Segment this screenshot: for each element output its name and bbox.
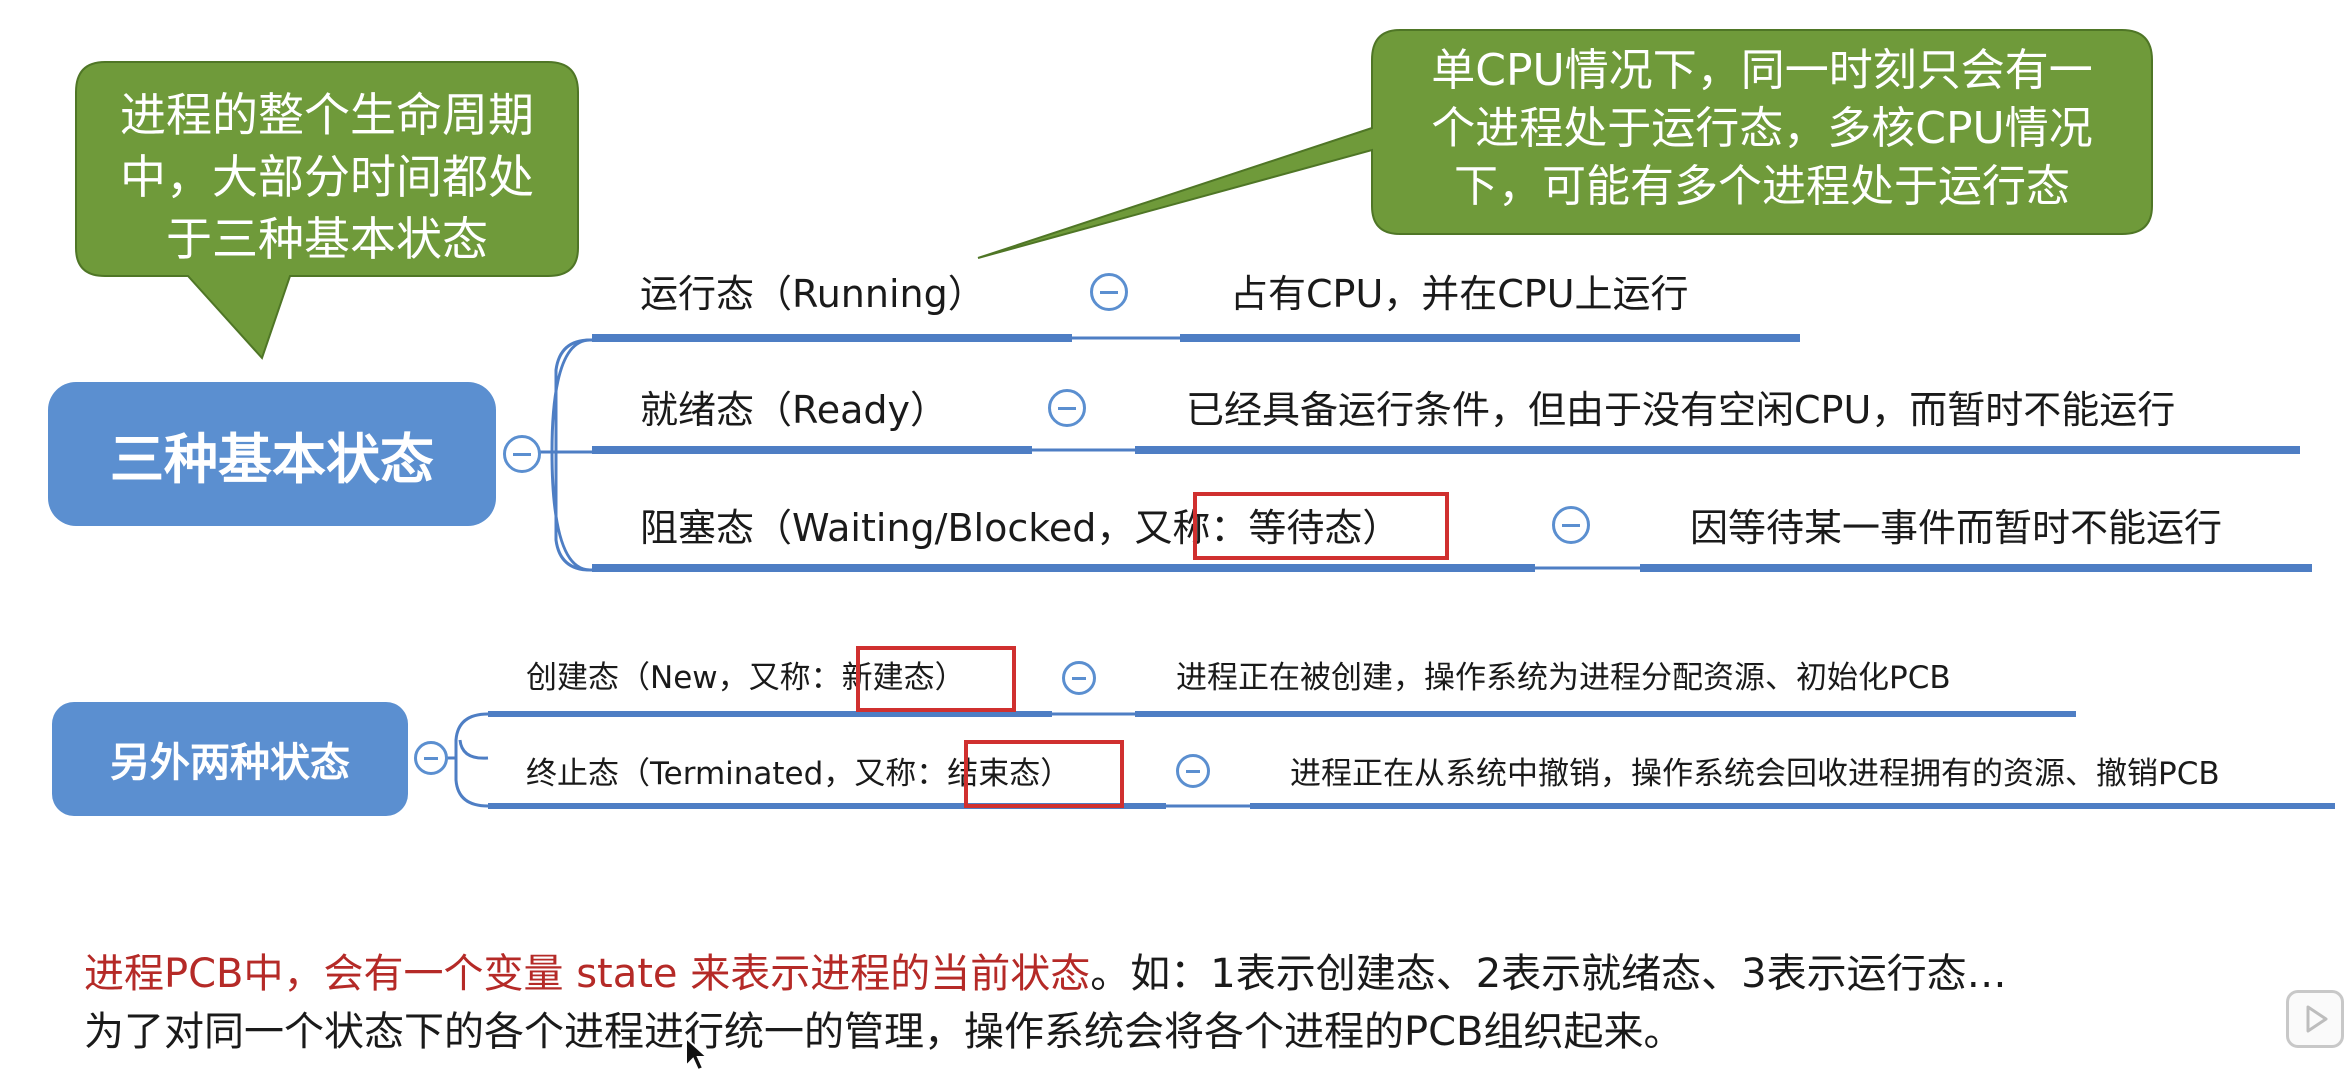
note-line-1: 进程PCB中，会有一个变量 state 来表示进程的当前状态。如：1表示创建态、… <box>84 948 2007 1000</box>
state-ready-desc: 已经具备运行条件，但由于没有空闲CPU，而暂时不能运行 <box>1186 388 2176 432</box>
collapse-minus-icon[interactable] <box>1090 273 1128 311</box>
callout-right: 单CPU情况下，同一时刻只会有一 个进程处于运行态，多核CPU情况 下，可能有多… <box>1376 42 2148 216</box>
state-terminated-desc: 进程正在从系统中撤销，操作系统会回收进程拥有的资源、撤销PCB <box>1290 756 2220 792</box>
state-new-desc: 进程正在被创建，操作系统为进程分配资源、初始化PCB <box>1176 660 1951 696</box>
node-basic-states-label: 三种基本状态 <box>110 427 434 491</box>
collapse-minus-icon[interactable] <box>1552 506 1590 544</box>
node-basic-states[interactable]: 三种基本状态 <box>48 382 496 526</box>
state-blocked-label: 阻塞态（Waiting/Blocked，又称：等待态） <box>640 506 1401 550</box>
node-other-states-label: 另外两种状态 <box>110 740 350 786</box>
collapse-minus-icon[interactable] <box>414 741 448 775</box>
mouse-cursor-icon <box>685 1036 710 1072</box>
callout-right-line: 个进程处于运行态，多核CPU情况 <box>1431 103 2093 154</box>
basic-branch-connector <box>540 338 591 572</box>
note-line-1-rest: 。如：1表示创建态、2表示就绪态、3表示运行态… <box>1090 951 2007 997</box>
callout-left-line: 中，大部分时间都处 <box>120 150 534 204</box>
note-line-1-highlight: 进程PCB中，会有一个变量 state 来表示进程的当前状态 <box>84 951 1091 997</box>
callout-right-line: 单CPU情况下，同一时刻只会有一 <box>1431 45 2093 96</box>
state-running-label: 运行态（Running） <box>640 272 986 316</box>
callout-left: 进程的整个生命周期 中，大部分时间都处 于三种基本状态 <box>80 84 574 270</box>
video-play-icon-glyph <box>2306 1005 2328 1033</box>
collapse-minus-icon[interactable] <box>1062 661 1096 695</box>
collapse-minus-icon[interactable] <box>1176 754 1210 788</box>
highlight-box-new <box>856 646 1016 712</box>
collapse-minus-icon[interactable] <box>503 435 541 473</box>
callout-right-line: 下，可能有多个进程处于运行态 <box>1454 161 2070 212</box>
state-terminated-label: 终止态（Terminated，又称：结束态） <box>526 756 1072 792</box>
state-running-desc: 占有CPU，并在CPU上运行 <box>1230 272 1689 316</box>
video-play-icon[interactable] <box>2286 990 2344 1048</box>
note-line-2: 为了对同一个状态下的各个进程进行统一的管理，操作系统会将各个进程的PCB组织起来… <box>84 1009 1684 1055</box>
callout-right-bubble <box>977 29 2153 259</box>
state-new-label: 创建态（New，又称：新建态） <box>526 660 966 696</box>
highlight-box-terminated <box>964 740 1124 808</box>
state-blocked-desc: 因等待某一事件而暂时不能运行 <box>1690 506 2223 550</box>
callout-left-bubble <box>75 61 579 360</box>
highlight-box-waiting <box>1193 492 1449 560</box>
callout-left-line: 进程的整个生命周期 <box>120 88 534 142</box>
state-ready-label: 就绪态（Ready） <box>640 388 948 432</box>
collapse-minus-icon[interactable] <box>1048 389 1086 427</box>
callout-left-line: 于三种基本状态 <box>166 212 488 266</box>
node-other-states[interactable]: 另外两种状态 <box>52 702 408 816</box>
